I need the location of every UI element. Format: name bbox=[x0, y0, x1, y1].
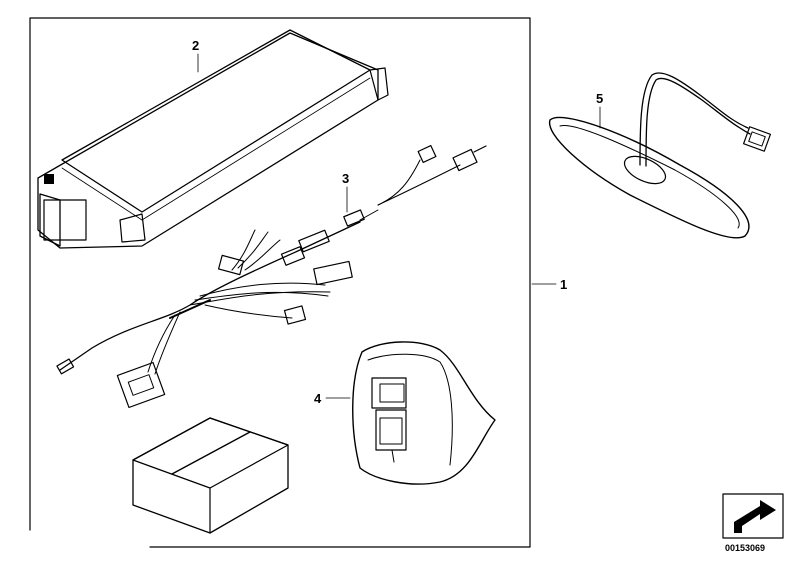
callout-1: 1 bbox=[531, 277, 567, 292]
document-number: 00153069 bbox=[725, 543, 765, 553]
svg-text:5: 5 bbox=[596, 91, 603, 106]
housing-part bbox=[352, 341, 496, 485]
assembly-bracket-frame bbox=[29, 17, 531, 548]
interior-mirror-part bbox=[549, 72, 772, 239]
callout-4: 4 bbox=[314, 391, 351, 406]
svg-text:2: 2 bbox=[192, 38, 199, 53]
callout-2: 2 bbox=[192, 38, 199, 73]
svg-text:1: 1 bbox=[560, 277, 567, 292]
callout-3: 3 bbox=[342, 171, 349, 213]
boxed-component-part bbox=[132, 417, 289, 534]
wiring-harness-part bbox=[56, 145, 487, 409]
control-unit-part bbox=[37, 29, 389, 249]
svg-text:3: 3 bbox=[342, 171, 349, 186]
reference-arrow-icon bbox=[722, 493, 784, 539]
svg-text:4: 4 bbox=[314, 391, 322, 406]
callout-5: 5 bbox=[596, 91, 603, 129]
